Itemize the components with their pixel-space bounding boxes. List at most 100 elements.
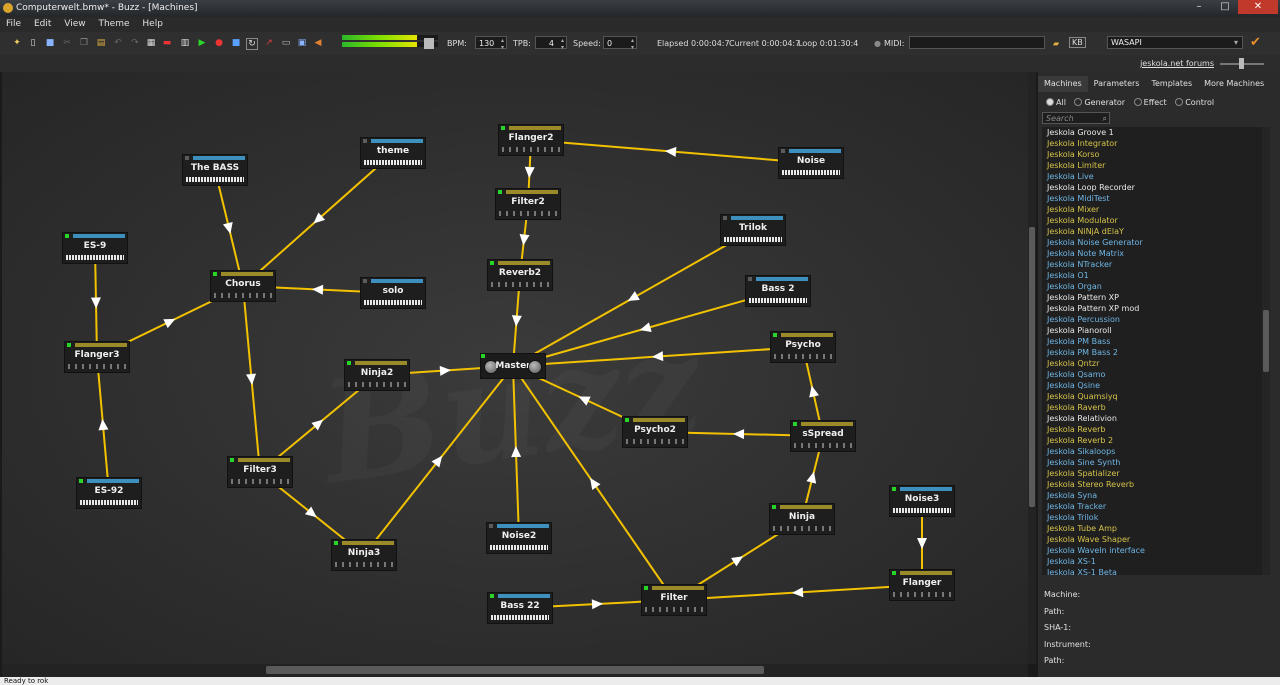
machine-led[interactable] (501, 126, 505, 130)
machine-sspread[interactable]: sSpread (790, 420, 856, 452)
wire-arrow[interactable] (638, 322, 652, 335)
machine-list-item[interactable]: Jeskola Live (1047, 172, 1094, 181)
machine-list-item[interactable]: Jeskola Wave Shaper (1047, 535, 1131, 544)
wire-arrow[interactable] (807, 385, 819, 398)
machine-led[interactable] (498, 190, 502, 194)
machine-list-item[interactable]: Jeskola Syna (1047, 491, 1098, 500)
machine-list-item[interactable]: Jeskola PM Bass (1047, 337, 1111, 346)
tab-templates[interactable]: Templates (1151, 79, 1193, 88)
machine-list-scroll-thumb[interactable] (1263, 310, 1269, 372)
machine-list-item[interactable]: Jeskola XS-1 Beta (1047, 568, 1117, 575)
master-volume-slider[interactable] (424, 38, 434, 49)
machine-led[interactable] (793, 422, 797, 426)
machine-led[interactable] (723, 216, 727, 220)
wire-arrow[interactable] (576, 392, 591, 406)
machine-ninja2[interactable]: Ninja2 (344, 359, 410, 391)
wire-arrow[interactable] (310, 212, 326, 227)
keyboard-icon[interactable]: ▭ (281, 38, 291, 48)
wire-arrow[interactable] (439, 365, 452, 376)
machine-list-item[interactable]: Jeskola Trilok (1047, 513, 1099, 522)
machine-list-item[interactable]: Jeskola Sine Synth (1047, 458, 1121, 467)
machine-list-item[interactable]: Jeskola O1 (1047, 271, 1089, 280)
machine-list-item[interactable]: Jeskola Qsamo (1047, 370, 1106, 379)
record-icon[interactable]: ● (215, 38, 223, 48)
close-button[interactable]: ✕ (1238, 0, 1278, 14)
copy-icon[interactable]: ❐ (79, 38, 89, 48)
machine-reverb2[interactable]: Reverb2 (487, 259, 553, 291)
speed-dropdown[interactable]: 0 (603, 36, 637, 51)
audio-driver-dropdown[interactable]: WASAPI (1107, 36, 1243, 49)
machine-led[interactable] (79, 479, 83, 483)
machine-psycho[interactable]: Psycho (770, 331, 836, 363)
filter-control[interactable]: Control (1175, 98, 1214, 107)
machine-list-item[interactable]: Jeskola Spatializer (1047, 469, 1120, 478)
redo-icon[interactable]: ↷ (131, 38, 139, 48)
machine-led[interactable] (490, 594, 494, 598)
kb-button[interactable]: KB (1069, 37, 1086, 48)
machine-flanger[interactable]: Flanger (889, 569, 955, 601)
machine-bass-2[interactable]: Bass 2 (745, 275, 811, 307)
filter-all[interactable]: All (1046, 98, 1066, 107)
tpb-spinner[interactable]: 4 (535, 36, 567, 51)
machine-led[interactable] (363, 139, 367, 143)
graph-icon[interactable]: ↗ (265, 38, 273, 48)
wire-arrow[interactable] (665, 146, 677, 157)
machine-led[interactable] (490, 261, 494, 265)
cut-icon[interactable]: ✂ (63, 38, 71, 48)
wire-arrow[interactable] (312, 284, 324, 295)
machine-list-item[interactable]: Jeskola Pattern XP (1047, 293, 1119, 302)
loop-icon[interactable]: ↻ (246, 38, 258, 50)
machine-list-item[interactable]: Jeskola PM Bass 2 (1047, 348, 1118, 357)
master-knob-right[interactable] (528, 360, 542, 374)
machine-list-item[interactable]: Jeskola Raverb (1047, 403, 1106, 412)
machine-list-item[interactable]: Jeskola Sikaloops (1047, 447, 1116, 456)
forum-link[interactable]: jeskola.net forums (1140, 59, 1214, 68)
menu-file[interactable]: File (6, 19, 22, 29)
wire-arrow[interactable] (518, 233, 530, 246)
horizontal-scroll-thumb[interactable] (266, 666, 764, 674)
machine-list-item[interactable]: Jeskola WaveIn interface (1047, 546, 1145, 555)
machine-led[interactable] (781, 149, 785, 153)
machine-list-scrollbar[interactable] (1262, 127, 1270, 575)
wire-arrow[interactable] (524, 166, 535, 178)
midi-device-dropdown[interactable] (909, 36, 1045, 49)
wire-arrow[interactable] (591, 599, 604, 610)
machine-es-92[interactable]: ES-92 (76, 477, 142, 509)
wire-arrow[interactable] (586, 475, 601, 490)
menu-edit[interactable]: Edit (33, 19, 52, 29)
machine-led[interactable] (892, 487, 896, 491)
machine-led[interactable] (772, 505, 776, 509)
machine-list-item[interactable]: Jeskola Noise Generator (1047, 238, 1143, 247)
machine-list-item[interactable]: Jeskola Mixer (1047, 205, 1100, 214)
menu-help[interactable]: Help (142, 19, 163, 29)
maximize-button[interactable]: □ (1220, 1, 1230, 12)
machine-filter[interactable]: Filter (641, 584, 707, 616)
window-icon[interactable]: ▣ (297, 38, 307, 48)
machine-list-item[interactable]: Jeskola Korso (1047, 150, 1100, 159)
wire-arrow[interactable] (97, 419, 109, 431)
machine-list-item[interactable]: Jeskola Tracker (1047, 502, 1107, 511)
machine-master[interactable]: Master (480, 353, 546, 379)
machine-list-item[interactable]: Jeskola XS-1 (1047, 557, 1096, 566)
bpm-spinner[interactable]: 130 (475, 36, 507, 51)
wire-arrow[interactable] (806, 470, 818, 484)
wire-arrow[interactable] (90, 297, 101, 309)
machine-bass-22[interactable]: Bass 22 (487, 592, 553, 624)
machine-list-item[interactable]: Jeskola NiNjA dElaY (1047, 227, 1124, 236)
machine-list-item[interactable]: Jeskola Reverb (1047, 425, 1106, 434)
wire-arrow[interactable] (246, 373, 257, 386)
vertical-scroll-thumb[interactable] (1029, 227, 1035, 507)
machine-led[interactable] (334, 541, 338, 545)
machine-led[interactable] (489, 524, 493, 528)
wire-arrow[interactable] (731, 552, 746, 567)
wire-arrow[interactable] (311, 416, 326, 431)
horizontal-scrollbar[interactable] (2, 664, 1028, 677)
machine-list-item[interactable]: Jeskola Modulator (1047, 216, 1118, 225)
open-file-icon[interactable]: ▯ (30, 38, 36, 48)
pattern-editor-icon[interactable]: ▦ (146, 38, 156, 48)
new-file-icon[interactable]: ✦ (13, 38, 21, 48)
wire-arrow[interactable] (511, 315, 522, 327)
save-icon[interactable]: ■ (45, 38, 55, 48)
machine-solo[interactable]: solo (360, 277, 426, 309)
machine-led[interactable] (748, 277, 752, 281)
